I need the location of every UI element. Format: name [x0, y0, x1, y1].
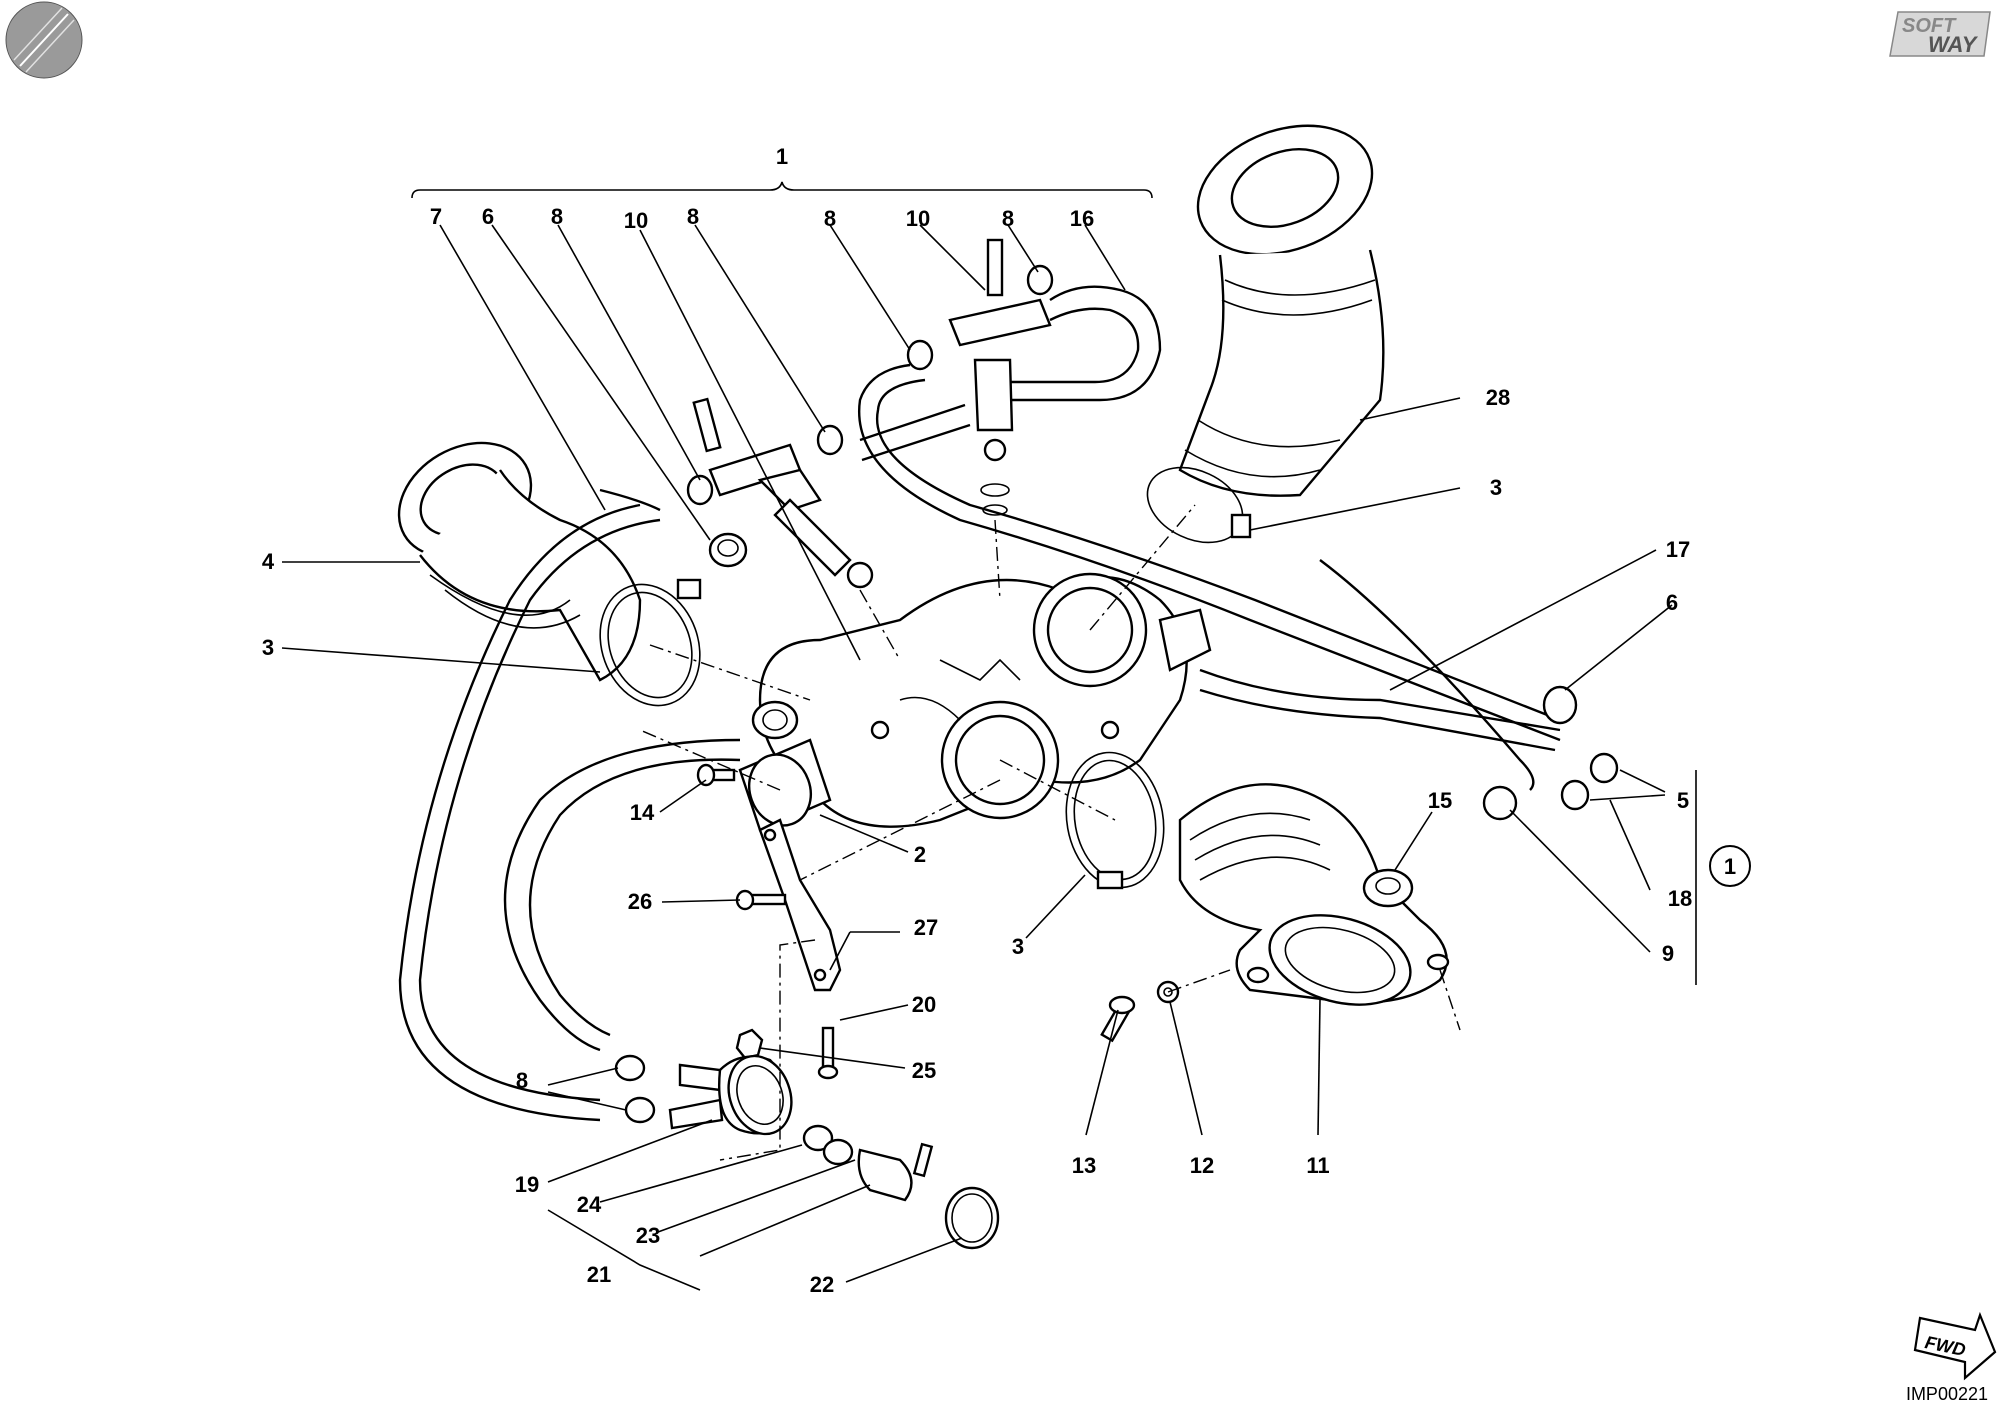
- callout-7: 7: [430, 204, 442, 229]
- callout-21: 21: [587, 1262, 611, 1287]
- intake-duct-4: [397, 441, 642, 682]
- callout-26: 26: [628, 889, 652, 914]
- fwd-arrow-icon: FWD: [1913, 1311, 1997, 1381]
- brand-line2: WAY: [1928, 32, 1979, 57]
- callout-25: 25: [912, 1058, 936, 1083]
- intake-manifold-11: [1178, 783, 1450, 1006]
- sleeve-6-top: [708, 532, 748, 568]
- corner-logo-mark: [5, 1, 83, 79]
- callout-8: 8: [551, 204, 563, 229]
- callout-14: 14: [630, 800, 655, 825]
- bracket-group-21: [547, 1209, 701, 1291]
- callout-20: 20: [912, 992, 936, 1017]
- fuel-rail-10-right: [948, 238, 1052, 516]
- callout-12: 12: [1190, 1153, 1214, 1178]
- callout-16: 16: [1070, 206, 1094, 231]
- screw-20: [817, 1026, 839, 1080]
- fuel-regulator-assembly: [614, 1054, 1000, 1250]
- throttle-body-2: [738, 572, 1212, 832]
- callout-27: 27: [914, 915, 938, 940]
- screw-26: [735, 889, 787, 911]
- screw-13: [1100, 995, 1136, 1043]
- callout-28: 28: [1486, 385, 1510, 410]
- callout-6: 6: [1666, 590, 1678, 615]
- drawing-code: IMP00221: [1906, 1384, 1988, 1404]
- note-marker-circle: 1: [1709, 845, 1751, 887]
- hose-clamp-3-top: [1146, 466, 1252, 544]
- brand-line1: SOFT: [1902, 15, 1957, 37]
- callout-15: 15: [1428, 788, 1452, 813]
- callout-5: 5: [1677, 788, 1689, 813]
- right-small-parts: [1482, 685, 1619, 821]
- nut-25: [735, 1028, 764, 1060]
- callout-1: 1: [776, 144, 788, 169]
- callout-8: 8: [1002, 206, 1014, 231]
- bracket-group-1: [411, 181, 1153, 199]
- note-marker-label: 1: [1724, 854, 1736, 879]
- hose-clamp-3-middle: [1065, 751, 1165, 890]
- softway-logo: SOFT WAY: [1889, 11, 1991, 57]
- callout-24: 24: [577, 1192, 602, 1217]
- callout-3: 3: [262, 635, 274, 660]
- callout-6: 6: [482, 204, 494, 229]
- callout-9: 9: [1662, 941, 1674, 966]
- callout-19: 19: [515, 1172, 539, 1197]
- small-clamps-8-top: [686, 264, 1054, 506]
- hoses: [398, 285, 1561, 1122]
- callout-11: 11: [1306, 1153, 1329, 1178]
- callout-3: 3: [1012, 934, 1024, 959]
- callout-2: 2: [914, 842, 926, 867]
- callout-17: 17: [1666, 537, 1690, 562]
- callout-4: 4: [262, 549, 275, 574]
- callout-3: 3: [1490, 475, 1502, 500]
- callout-8: 8: [516, 1068, 528, 1093]
- bracket-27: [758, 818, 842, 992]
- callout-8: 8: [824, 206, 836, 231]
- callout-10: 10: [906, 206, 930, 231]
- screw-14: [696, 763, 736, 787]
- callout-22: 22: [810, 1272, 834, 1297]
- leader-lines: [281, 224, 1673, 1283]
- fuel-rail-10-left: [692, 397, 874, 589]
- callout-13: 13: [1072, 1153, 1096, 1178]
- intake-duct-28: [1178, 124, 1385, 497]
- callout-23: 23: [636, 1223, 660, 1248]
- callout-8: 8: [687, 204, 699, 229]
- center-lines: [639, 504, 1461, 1161]
- callout-labels: 1 7 6 8 10 8 8 10 8 16 28 3 4 3 17 6 14 …: [262, 144, 1692, 1297]
- callout-18: 18: [1668, 886, 1692, 911]
- grommet-15: [1362, 868, 1414, 908]
- callout-10: 10: [624, 208, 648, 233]
- hose-clamp-3-left: [599, 578, 702, 707]
